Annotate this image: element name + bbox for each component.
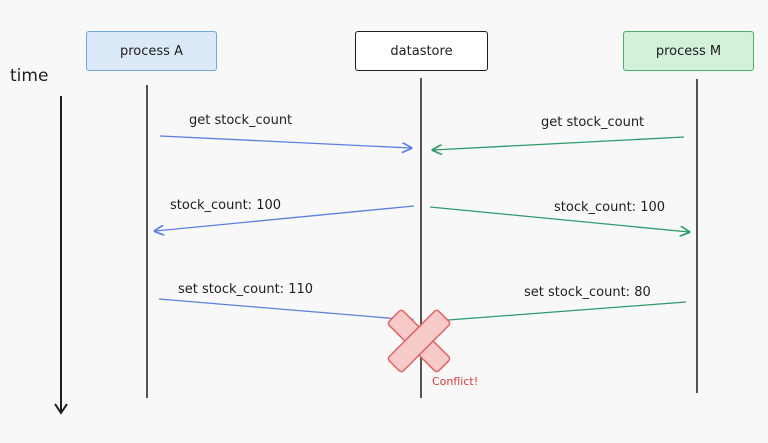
- arrow-a-response: [155, 205, 415, 231]
- message-a-response: stock_count: 100: [170, 198, 282, 213]
- participant-process-m: process M: [623, 31, 754, 71]
- arrow-a-get: [159, 135, 411, 148]
- participant-process-a: process A: [86, 31, 217, 71]
- message-a-set: set stock_count: 110: [178, 282, 314, 297]
- time-axis-label: time: [10, 66, 49, 86]
- arrow-m-response: [429, 206, 689, 232]
- conflict-x-icon: [387, 309, 451, 373]
- conflict-label: Conflict!: [432, 375, 479, 388]
- message-a-get: get stock_count: [189, 113, 293, 128]
- message-m-get: get stock_count: [541, 115, 645, 130]
- participant-datastore: datastore: [355, 31, 488, 71]
- message-m-set: set stock_count: 80: [524, 285, 651, 300]
- arrow-a-set: [158, 298, 412, 320]
- arrow-m-get: [433, 136, 685, 150]
- time-arrow-head: [54, 403, 68, 415]
- arrow-m-set: [434, 301, 687, 322]
- message-m-response: stock_count: 100: [554, 200, 666, 215]
